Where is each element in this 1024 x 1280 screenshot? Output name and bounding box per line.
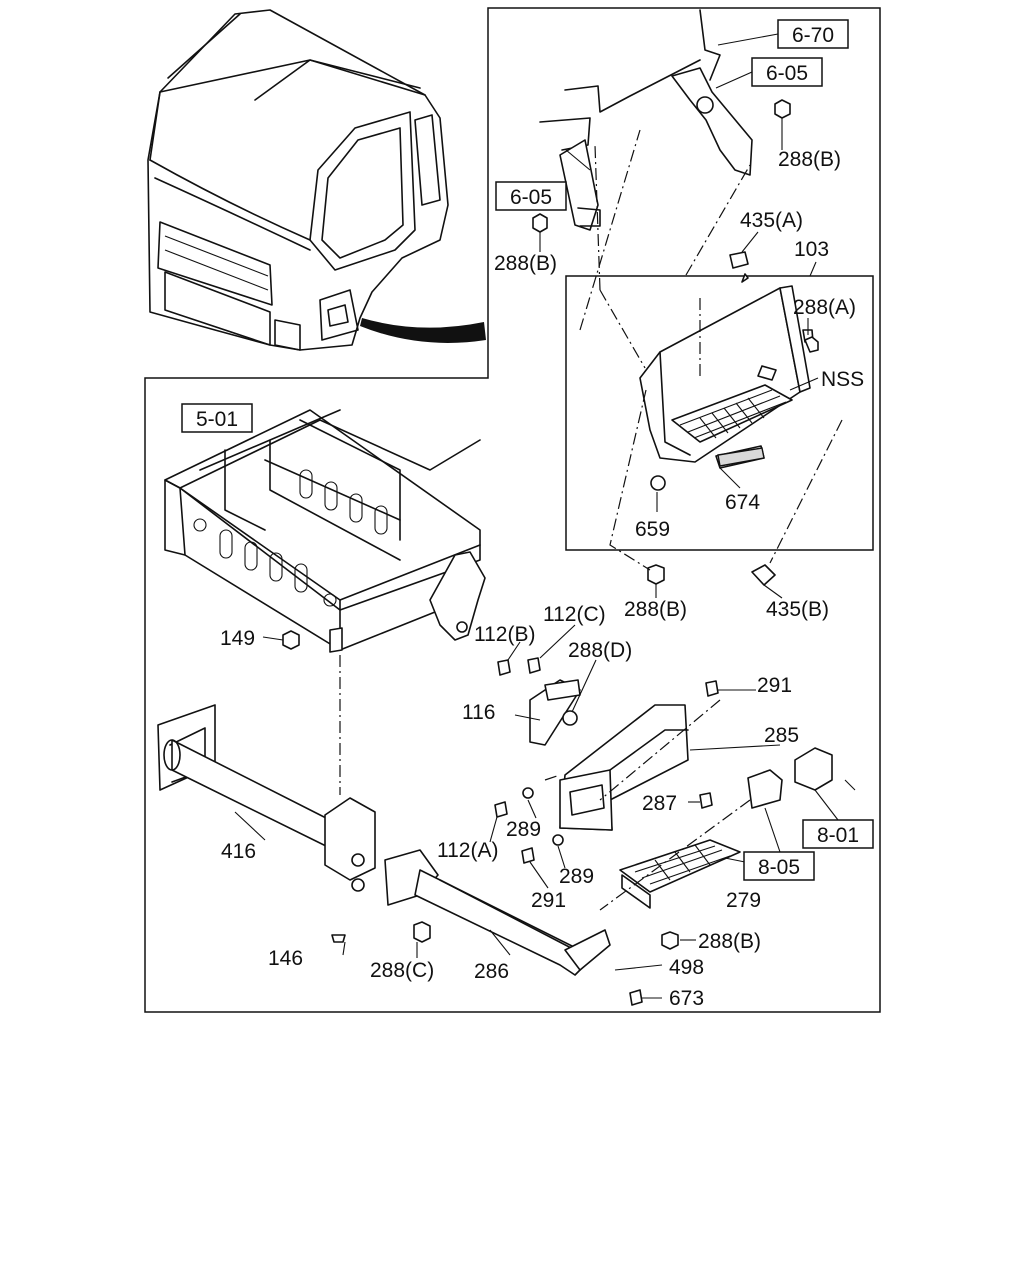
part-label-146: 146: [268, 947, 303, 970]
callout-6-05-lower: 6-05: [510, 186, 552, 209]
diagram-frames: [144, 7, 881, 1013]
part-label-435a: 435(A): [740, 209, 803, 232]
part-label-286: 286: [474, 960, 509, 983]
part-label-498: 498: [669, 956, 704, 979]
fasteners: [282, 99, 819, 1006]
part-label-291-lower: 291: [531, 889, 566, 912]
chassis-frame: [164, 409, 486, 653]
part-label-112b: 112(B): [474, 623, 535, 646]
part-label-287: 287: [642, 792, 677, 815]
part-label-435b: 435(B): [766, 598, 829, 621]
part-label-285: 285: [764, 724, 799, 747]
part-label-112a: 112(A): [437, 839, 498, 862]
part-label-116: 116: [462, 701, 495, 724]
part-label-nss: NSS: [821, 368, 864, 391]
leader-lines: [234, 33, 856, 999]
part-label-288b-1: 288(B): [778, 148, 841, 171]
callout-6-05-upper: 6-05: [766, 62, 808, 85]
part-label-279: 279: [726, 889, 761, 912]
callout-8-01: 8-01: [817, 824, 859, 847]
truck-cab-illustration: [147, 9, 486, 351]
part-label-673: 673: [669, 987, 704, 1010]
part-label-103: 103: [794, 238, 829, 261]
part-label-674: 674: [725, 491, 760, 514]
callout-5-01: 5-01: [196, 408, 238, 431]
part-label-291-upper: 291: [757, 674, 792, 697]
reference-callouts: 6-70 6-05 6-05 5-01 8-01 8-05: [181, 19, 874, 881]
part-label-288b-3: 288(B): [624, 598, 687, 621]
part-label-288b-4: 288(B): [698, 930, 761, 953]
part-label-289-lower: 289: [559, 865, 594, 888]
part-label-149: 149: [220, 627, 255, 650]
part-label-288c: 288(C): [370, 959, 434, 982]
callout-6-70: 6-70: [792, 24, 834, 47]
entry-step-assembly: [639, 273, 814, 491]
lower-step-bracket: [157, 679, 833, 976]
part-label-112c: 112(C): [543, 603, 606, 626]
part-label-288b-2: 288(B): [494, 252, 557, 275]
callout-8-05: 8-05: [758, 856, 800, 879]
part-labels: 288(B) 288(B) 435(A) 103 288(A) NSS 659 …: [220, 148, 864, 1010]
step-bracket-upper: [539, 9, 753, 231]
part-label-288a: 288(A): [793, 296, 856, 319]
part-label-288d: 288(D): [568, 639, 632, 662]
part-label-289-upper: 289: [506, 818, 541, 841]
part-label-416: 416: [221, 840, 256, 863]
part-label-659: 659: [635, 518, 670, 541]
